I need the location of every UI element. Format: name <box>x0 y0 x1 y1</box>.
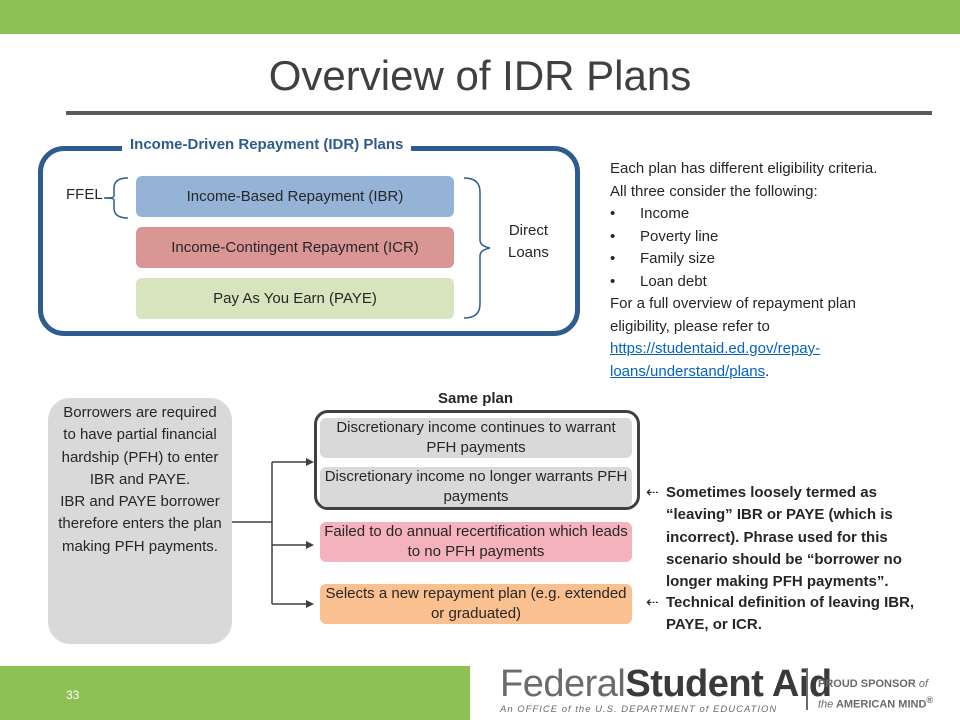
fsa-logo-subtitle: An OFFICE of the U.S. DEPARTMENT of EDUC… <box>500 704 778 715</box>
criteria-footer-text: For a full overview of repayment plan el… <box>610 295 856 335</box>
left-arrow-icon: ⇠ <box>646 594 659 611</box>
borrower-requirement-box: Borrowers are required to have partial f… <box>48 398 232 644</box>
outcome-new-plan: Selects a new repayment plan (e.g. exten… <box>320 584 632 624</box>
left-arrow-icon: ⇠ <box>646 484 659 501</box>
sponsor-line-1b: of <box>918 678 929 690</box>
page-title: Overview of IDR Plans <box>268 52 692 99</box>
registered-mark: ® <box>926 695 934 705</box>
eligibility-criteria: Each plan has different eligibility crit… <box>610 158 900 383</box>
footer-green-bar <box>0 666 470 720</box>
borrower-arrows <box>232 461 308 605</box>
direct-loans-label: Direct Loans <box>508 220 549 264</box>
fsa-logo: FederalStudent Aid An OFFICE of the U.S.… <box>500 664 832 715</box>
sponsor-line-2a: the <box>818 698 834 711</box>
fsa-logo-light: Federal <box>500 663 626 705</box>
sponsor-tagline: PROUD SPONSOR of the AMERICAN MIND® <box>818 676 933 713</box>
criteria-intro-line2: All three consider the following: <box>610 182 818 200</box>
footer-divider <box>806 668 808 710</box>
plan-paye-box: Pay As You Earn (PAYE) <box>136 278 454 319</box>
same-plan-frame <box>314 410 640 510</box>
title-underline <box>66 111 932 115</box>
criteria-item: Income <box>610 203 900 226</box>
idr-plans-label: Income-Driven Repayment (IDR) Plans <box>122 136 412 153</box>
criteria-item: Loan debt <box>610 271 900 294</box>
page-number: 33 <box>66 688 80 702</box>
criteria-footer: For a full overview of repayment plan el… <box>610 293 900 383</box>
criteria-item: Family size <box>610 248 900 271</box>
fsa-logo-bold: Student Aid <box>625 663 832 705</box>
note-2-text: Technical definition of leaving IBR, PAY… <box>666 594 915 634</box>
sponsor-line-1a: PROUD SPONSOR <box>818 678 916 690</box>
sponsor-line-1: PROUD SPONSOR of <box>818 676 933 692</box>
plan-ibr-box: Income-Based Repayment (IBR) <box>136 176 454 217</box>
plan-icr-box: Income-Contingent Repayment (ICR) <box>136 227 454 268</box>
ffel-label: FFEL <box>66 186 103 203</box>
direct-loans-line1: Direct <box>508 222 549 239</box>
borrower-text-1: Borrowers are required to have partial f… <box>61 404 219 488</box>
arrowheads <box>306 458 314 608</box>
same-plan-label: Same plan <box>430 390 522 407</box>
studentaid-link[interactable]: https://studentaid.ed.gov/repay-loans/un… <box>610 340 821 380</box>
outcome-pfh-continues: Discretionary income continues to warran… <box>320 418 632 458</box>
sponsor-line-2b: AMERICAN MIND <box>835 698 927 711</box>
note-1-text: Sometimes loosely termed as “leaving” IB… <box>666 484 902 591</box>
sponsor-line-2: the AMERICAN MIND® <box>818 692 933 713</box>
outcome-failed-recertification: Failed to do annual recertification whic… <box>320 522 632 562</box>
criteria-item: Poverty line <box>610 226 900 249</box>
criteria-intro-line1: Each plan has different eligibility crit… <box>610 160 878 177</box>
borrower-text-2: IBR and PAYE borrower therefore enters t… <box>58 493 222 555</box>
note-technical-definition: ⇠ Technical definition of leaving IBR, P… <box>646 592 940 637</box>
top-accent-bar <box>0 0 960 34</box>
outcome-pfh-no-longer: Discretionary income no longer warrants … <box>320 467 632 507</box>
direct-loans-line2: Loans <box>508 244 549 261</box>
link-suffix: . <box>765 362 770 380</box>
fsa-logo-name: FederalStudent Aid <box>500 664 832 704</box>
note-leaving-terminology: ⇠ Sometimes loosely termed as “leaving” … <box>646 482 940 593</box>
criteria-list: Income Poverty line Family size Loan deb… <box>610 203 900 293</box>
